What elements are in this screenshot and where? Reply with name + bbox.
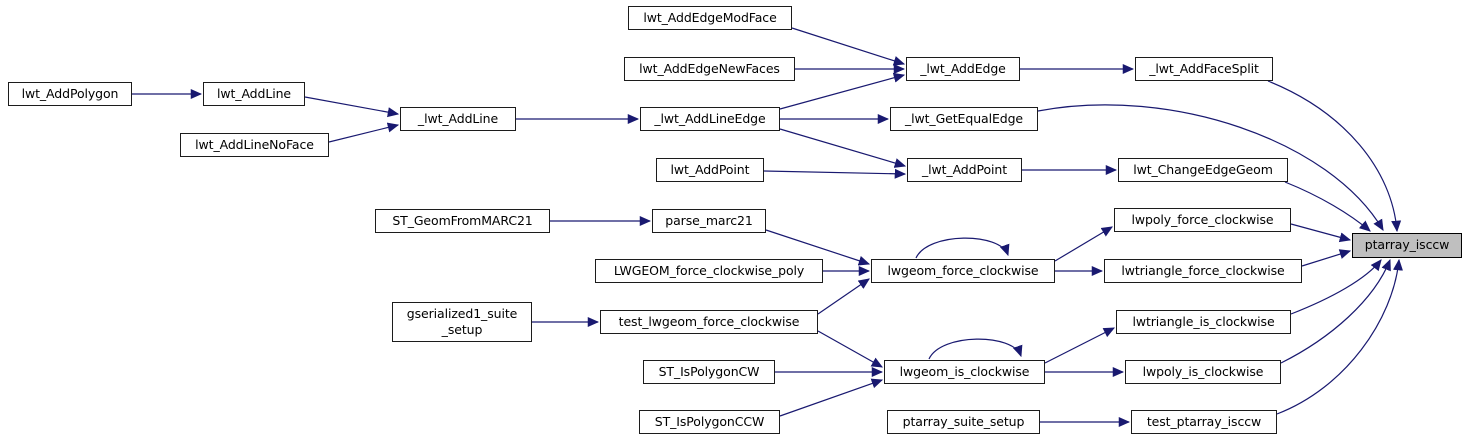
edge-lwtriangle_force_clockwise-ptarray_isccw bbox=[1301, 249, 1352, 267]
node-test_ptarray_isccw[interactable]: test_ptarray_isccw bbox=[1131, 410, 1277, 434]
node-lwt_AddEdgeNewFaces[interactable]: lwt_AddEdgeNewFaces bbox=[624, 57, 795, 81]
node-lwgeom_force_clockwise[interactable]: lwgeom_force_clockwise bbox=[871, 259, 1055, 283]
edge-lwgeom_force_clockwise-lwgeom_force_clockwise bbox=[915, 237, 1010, 259]
edge-lwt_AddPoint-_lwt_AddPoint bbox=[763, 168, 907, 179]
node-lwt_AddPoint[interactable]: lwt_AddPoint bbox=[656, 158, 764, 182]
node-parse_marc21[interactable]: parse_marc21 bbox=[652, 209, 766, 233]
node-ST_GeomFromMARC21[interactable]: ST_GeomFromMARC21 bbox=[375, 209, 550, 233]
node-lwtriangle_force_clockwise[interactable]: lwtriangle_force_clockwise bbox=[1104, 259, 1302, 283]
node-gserialized1_suite_setup[interactable]: gserialized1_suite _setup bbox=[392, 302, 532, 342]
node-lwt_AddLineNoFace[interactable]: lwt_AddLineNoFace bbox=[180, 133, 329, 157]
edge-lwpoly_force_clockwise-ptarray_isccw bbox=[1290, 223, 1352, 243]
edge-ST_IsPolygonCCW-lwgeom_is_clockwise bbox=[779, 378, 884, 417]
node-_lwt_AddLine[interactable]: _lwt_AddLine bbox=[400, 107, 516, 131]
node-_lwt_AddPoint[interactable]: _lwt_AddPoint bbox=[907, 158, 1022, 182]
node-lwt_AddLine[interactable]: lwt_AddLine bbox=[203, 82, 305, 106]
node-lwgeom_is_clockwise[interactable]: lwgeom_is_clockwise bbox=[884, 360, 1045, 384]
node-ST_IsPolygonCCW[interactable]: ST_IsPolygonCCW bbox=[639, 410, 780, 434]
node-_lwt_AddLineEdge[interactable]: _lwt_AddLineEdge bbox=[640, 107, 780, 131]
edge-_lwt_AddLineEdge-_lwt_AddPoint bbox=[779, 128, 907, 168]
edge-lwtriangle_is_clockwise-ptarray_isccw bbox=[1290, 259, 1382, 315]
edge-test_ptarray_isccw-ptarray_isccw bbox=[1276, 258, 1403, 415]
edge-test_lwgeom_force_clockwise-lwgeom_force_clockwise bbox=[817, 278, 870, 315]
node-_lwt_AddEdge[interactable]: _lwt_AddEdge bbox=[906, 57, 1020, 81]
edge-lwt_AddEdgeModFace-_lwt_AddEdge bbox=[791, 27, 906, 66]
edge-lwgeom_is_clockwise-lwtriangle_is_clockwise bbox=[1044, 327, 1116, 364]
node-lwt_AddEdgeModFace[interactable]: lwt_AddEdgeModFace bbox=[628, 6, 792, 30]
node-ptarray_suite_setup[interactable]: ptarray_suite_setup bbox=[887, 410, 1040, 434]
node-lwt_ChangeEdgeGeom[interactable]: lwt_ChangeEdgeGeom bbox=[1118, 158, 1288, 182]
node-lwtriangle_is_clockwise[interactable]: lwtriangle_is_clockwise bbox=[1116, 310, 1291, 334]
node-LWGEOM_force_clockwise_poly[interactable]: LWGEOM_force_clockwise_poly bbox=[595, 259, 823, 283]
edge-lwt_AddLineNoFace-_lwt_AddLine bbox=[328, 122, 400, 143]
edge-lwt_ChangeEdgeGeom-ptarray_isccw bbox=[1284, 181, 1371, 232]
edge-test_lwgeom_force_clockwise-lwgeom_is_clockwise bbox=[817, 330, 883, 368]
node-test_lwgeom_force_clockwise[interactable]: test_lwgeom_force_clockwise bbox=[600, 310, 818, 334]
edge-lwgeom_is_clockwise-lwgeom_is_clockwise bbox=[928, 338, 1023, 360]
node-_lwt_GetEqualEdge[interactable]: _lwt_GetEqualEdge bbox=[890, 107, 1038, 131]
node-lwpoly_force_clockwise[interactable]: lwpoly_force_clockwise bbox=[1114, 208, 1291, 232]
node-lwt_AddPolygon[interactable]: lwt_AddPolygon bbox=[8, 82, 132, 106]
edge-lwgeom_force_clockwise-lwpoly_force_clockwise bbox=[1054, 226, 1113, 262]
node-_lwt_AddFaceSplit[interactable]: _lwt_AddFaceSplit bbox=[1135, 57, 1273, 81]
edge-lwt_AddLine-_lwt_AddLine bbox=[304, 96, 400, 118]
node-ptarray_isccw: ptarray_isccw bbox=[1352, 233, 1462, 258]
node-ST_IsPolygonCW[interactable]: ST_IsPolygonCW bbox=[643, 360, 775, 384]
node-lwpoly_is_clockwise[interactable]: lwpoly_is_clockwise bbox=[1125, 360, 1281, 384]
edge-_lwt_AddLineEdge-_lwt_AddEdge bbox=[779, 72, 906, 110]
